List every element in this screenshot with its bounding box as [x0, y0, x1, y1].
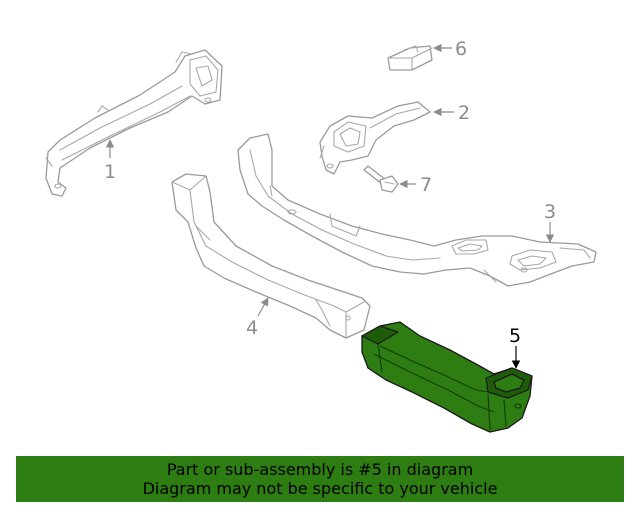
svg-text:1: 1 [104, 161, 116, 183]
svg-text:7: 7 [420, 174, 432, 196]
svg-text:6: 6 [455, 38, 467, 60]
part-7-bolt [363, 165, 399, 193]
part-3-floor-duct [237, 133, 597, 287]
svg-text:3: 3 [544, 201, 556, 223]
part-4-rear-duct [171, 173, 371, 339]
part-1-side-duct [45, 49, 223, 197]
callout-3[interactable]: 3 [544, 201, 556, 243]
parts-diagram: 1 2 3 4 5 6 7 [45, 38, 597, 433]
banner-line-part: Part or sub-assembly is #5 in diagram [166, 460, 474, 479]
callout-4[interactable]: 4 [246, 297, 269, 339]
callout-2[interactable]: 2 [433, 102, 470, 124]
svg-text:5: 5 [509, 325, 521, 347]
part-2-center-duct [319, 101, 431, 175]
callout-6[interactable]: 6 [433, 38, 467, 60]
callout-1[interactable]: 1 [104, 139, 116, 183]
svg-text:4: 4 [246, 317, 258, 339]
part-6-bracket [387, 45, 433, 71]
banner-line-disclaimer: Diagram may not be specific to your vehi… [142, 479, 498, 498]
callout-7[interactable]: 7 [399, 174, 432, 196]
svg-text:2: 2 [458, 102, 470, 124]
part-5-highlighted-duct [361, 321, 533, 433]
info-banner: Part or sub-assembly is #5 in diagram Di… [16, 456, 624, 502]
callout-5[interactable]: 5 [509, 325, 521, 369]
